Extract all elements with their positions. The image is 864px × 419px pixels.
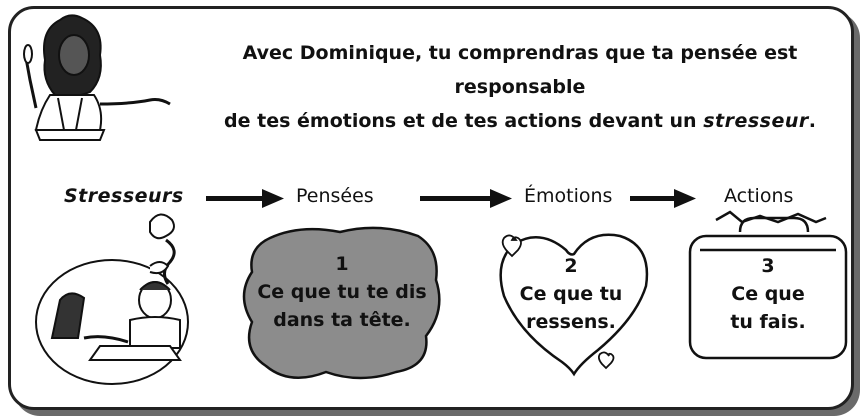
- dominique-character-icon: [23, 14, 171, 141]
- arrow-icon: [420, 189, 512, 208]
- card-line: tu fais.: [730, 311, 806, 333]
- card-actions: 3 Ce que tu fais.: [700, 252, 836, 336]
- intro-keyword: stresseur: [703, 110, 809, 132]
- label-pensees: Pensées: [296, 185, 374, 207]
- card-pensees: 1 Ce que tu te dis dans ta tête.: [252, 250, 432, 334]
- arrow-icon: [630, 189, 696, 208]
- intro-line-2-prefix: de tes émotions et de tes actions devant…: [224, 110, 704, 132]
- card-line: Ce que: [731, 283, 805, 305]
- label-stresseurs: Stresseurs: [64, 185, 184, 207]
- thought-cloud-icon: [242, 226, 441, 380]
- heart-shape-icon: [499, 233, 649, 377]
- intro-line-2: de tes émotions et de tes actions devant…: [190, 104, 850, 138]
- card-number: 2: [564, 255, 578, 277]
- flow-arrows: [206, 189, 696, 208]
- card-line: Ce que tu: [519, 283, 623, 305]
- small-heart-icon: [597, 351, 615, 370]
- label-actions: Actions: [724, 185, 794, 207]
- suitcase-shape-icon: [688, 210, 848, 360]
- intro-line-1: Avec Dominique, tu comprendras que ta pe…: [242, 42, 798, 98]
- intro-line-2-suffix: .: [808, 110, 816, 132]
- card-line: dans ta tête.: [273, 309, 411, 331]
- intro-text: Avec Dominique, tu comprendras que ta pe…: [190, 36, 850, 138]
- card-line: ressens.: [526, 311, 616, 333]
- card-number: 3: [761, 255, 775, 277]
- small-heart-icon: [501, 234, 522, 258]
- arrow-icon: [206, 189, 284, 208]
- card-number: 1: [335, 253, 349, 275]
- stress-scene-illustration-icon: [35, 213, 189, 385]
- card-emotions: 2 Ce que tu ressens.: [506, 252, 636, 336]
- label-emotions: Émotions: [524, 185, 613, 207]
- card-line: Ce que tu te dis: [257, 281, 427, 303]
